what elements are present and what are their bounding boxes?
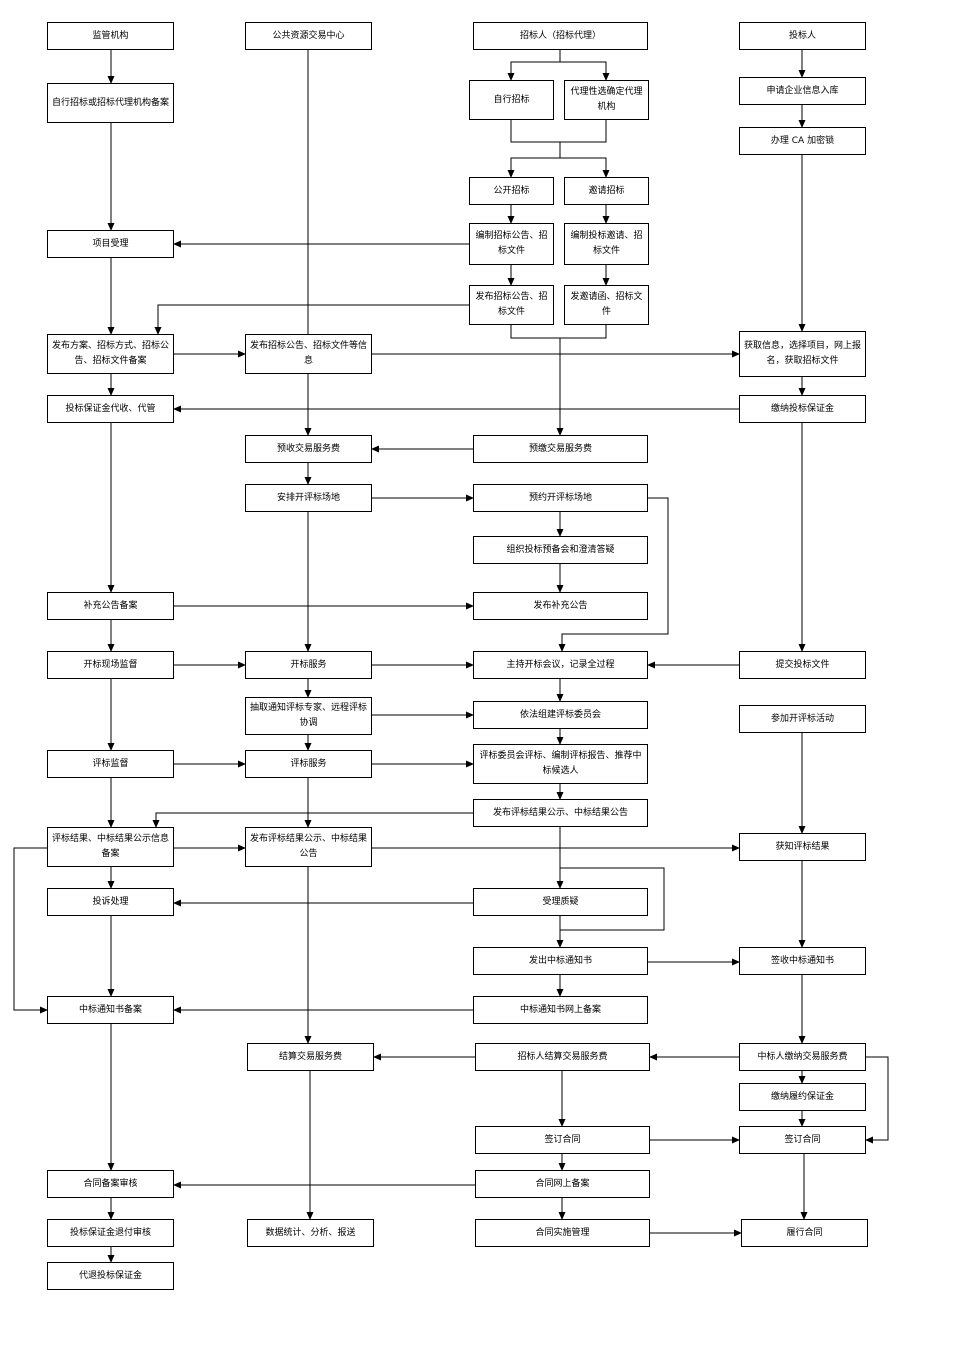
node-compile-invite: 编制投标邀请、招标文件 [564,223,649,265]
node-winner-pay: 中标人缴纳交易服务费 [739,1043,866,1071]
connector [558,497,669,652]
node-pre-bid-meeting: 组织投标预备会和澄清答疑 [473,536,648,564]
node-supplement-publish: 发布补充公告 [473,592,648,620]
node-open-supervise: 开标现场监督 [47,651,174,679]
node-precollect-fee: 预收交易服务费 [245,435,372,463]
node-arrange-site: 安排开评标场地 [245,484,372,512]
node-know-result: 获知评标结果 [739,833,866,861]
node-prepay-fee: 预缴交易服务费 [473,435,648,463]
connector [154,304,469,335]
node-enterprise-lib: 申请企业信息入库 [739,77,866,105]
node-project-accept: 项目受理 [47,230,174,258]
node-host-open: 主持开标会议，记录全过程 [473,651,648,679]
column-header-trading-center: 公共资源交易中心 [245,22,372,50]
node-contract-manage: 合同实施管理 [475,1219,650,1247]
node-send-invite: 发邀请函、招标文件 [564,285,649,325]
connector [865,1056,889,1144]
node-deposit-manage: 投标保证金代收、代管 [47,395,174,423]
node-settle-fee: 结算交易服务费 [247,1043,374,1071]
node-sign-contract-tenderer: 签订合同 [475,1126,650,1154]
node-eval-service: 评标服务 [245,750,372,778]
node-publish-results: 发布评标结果公示、中标结果公告 [473,799,648,827]
node-self-tender: 自行招标 [469,80,554,120]
node-plan-record: 发布方案、招标方式、招标公告、招标文件备案 [47,334,174,374]
node-form-committee: 依法组建评标委员会 [473,701,648,729]
node-self-record: 自行招标或招标代理机构备案 [47,83,174,123]
node-issue-award: 发出中标通知书 [473,947,648,975]
node-release-notice: 发布招标公告、招标文件 [469,285,554,325]
node-invite-tender: 邀请招标 [564,177,649,205]
node-perform: 履行合同 [741,1219,868,1247]
node-center-result: 发布评标结果公示、中标结果公告 [245,827,372,867]
node-agent-select: 代理性选确定代理机构 [564,80,649,120]
node-get-info: 获取信息，选择项目，网上报名，获取招标文件 [739,331,866,377]
node-accept-query: 受理质疑 [473,888,648,916]
connector [510,325,607,339]
node-perf-bond: 缴纳履约保证金 [739,1083,866,1111]
node-award-online: 中标通知书网上备案 [473,996,648,1024]
node-statistics: 数据统计、分析、报送 [247,1219,374,1247]
connector [507,50,561,81]
connector [560,61,610,81]
node-complaint: 投诉处理 [47,888,174,916]
column-header-tenderer: 招标人（招标代理） [473,22,648,50]
column-header-supervision: 监管机构 [47,22,174,50]
node-contract-review: 合同备案审核 [47,1170,174,1198]
node-result-record: 评标结果、中标结果公示信息备案 [47,827,174,867]
node-committee-eval: 评标委员会评标、编制评标报告、推荐中标候选人 [473,744,648,784]
node-center-publish: 发布招标公告、招标文件等信息 [245,334,372,374]
node-attend-eval: 参加开评标活动 [739,705,866,733]
node-pay-deposit: 缴纳投标保证金 [739,395,866,423]
connector [560,867,665,931]
node-tenderer-settle: 招标人结算交易服务费 [475,1043,650,1071]
node-open-service: 开标服务 [245,651,372,679]
connector [13,847,48,1014]
node-refund: 代退投标保证金 [47,1262,174,1290]
connector [560,157,610,178]
node-refund-review: 投标保证金退付审核 [47,1219,174,1247]
node-supplement-record: 补充公告备案 [47,592,174,620]
connector [510,120,607,143]
column-header-bidder: 投标人 [739,22,866,50]
connector [507,142,561,178]
node-sign-award: 签收中标通知书 [739,947,866,975]
node-sign-contract-bidder: 签订合同 [739,1126,866,1154]
node-award-record: 中标通知书备案 [47,996,174,1024]
connector [152,812,473,828]
node-submit-bid: 提交投标文件 [739,651,866,679]
node-reserve-site: 预约开评标场地 [473,484,648,512]
node-contract-online: 合同网上备案 [475,1170,650,1198]
node-compile-notice: 编制招标公告、招标文件 [469,223,554,265]
node-draw-experts: 抽取通知评标专家、远程评标协调 [245,697,372,735]
node-ca-lock: 办理 CA 加密锁 [739,127,866,155]
node-eval-supervise: 评标监督 [47,750,174,778]
node-open-tender: 公开招标 [469,177,554,205]
